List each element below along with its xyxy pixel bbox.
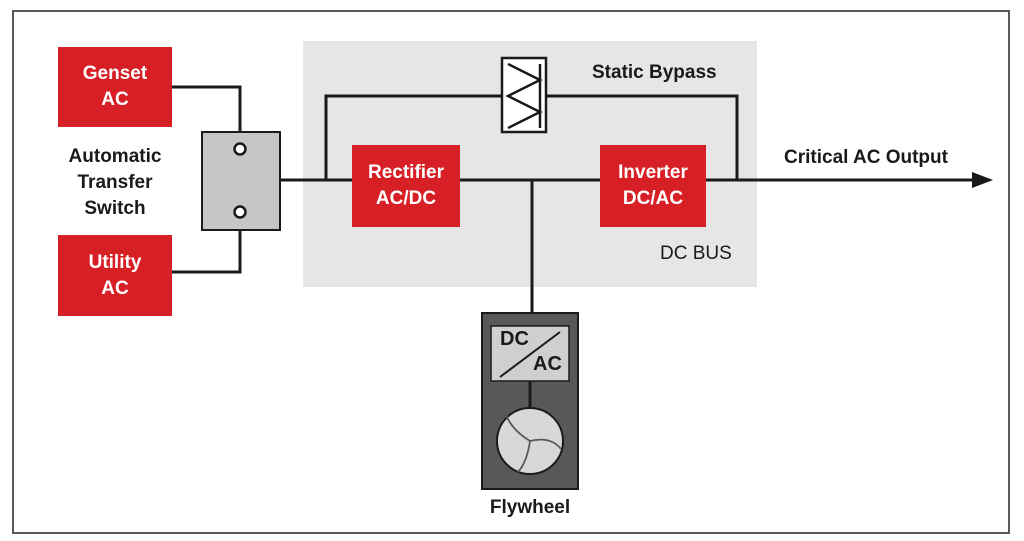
output-arrowhead — [972, 172, 993, 188]
output-label: Critical AC Output — [784, 147, 948, 168]
inverter-label: Inverter — [618, 162, 688, 183]
rectifier-box: Rectifier AC/DC — [352, 145, 460, 227]
utility-label: Utility — [88, 251, 142, 273]
ats-label-line3: Switch — [84, 198, 146, 219]
static-bypass-label: Static Bypass — [592, 62, 717, 83]
ats-label: Automatic Transfer Switch — [50, 144, 180, 222]
rectifier-acdc-label: AC/DC — [375, 188, 437, 209]
bypass-line-left — [324, 94, 502, 180]
bypass-line-right — [546, 94, 739, 180]
genset-label: Genset — [82, 63, 148, 84]
utility-ac-label: AC — [101, 277, 129, 299]
dc-bus-label: DC BUS — [660, 243, 732, 264]
ats-contact-top — [233, 142, 247, 156]
utility-line — [172, 217, 242, 274]
converter-slash — [499, 331, 561, 378]
flywheel-label: Flywheel — [489, 497, 571, 518]
converter-dc-label: DC — [500, 328, 529, 350]
converter-ac-label: AC — [533, 353, 562, 375]
genset-line — [172, 85, 242, 145]
ats-contact-bottom — [233, 205, 247, 219]
inverter-dcac-label: DC/AC — [622, 188, 684, 209]
ats-label-line2: Transfer — [77, 172, 153, 193]
genset-ac-box: Genset AC — [58, 47, 172, 127]
flywheel-vanes — [505, 414, 562, 473]
inverter-box: Inverter DC/AC — [600, 145, 706, 227]
utility-ac-box: Utility AC — [58, 235, 172, 316]
static-bypass-switch — [500, 56, 548, 134]
rectifier-label: Rectifier — [367, 162, 445, 183]
genset-ac-label: AC — [101, 89, 129, 110]
ats-label-line1: Automatic — [68, 146, 162, 167]
